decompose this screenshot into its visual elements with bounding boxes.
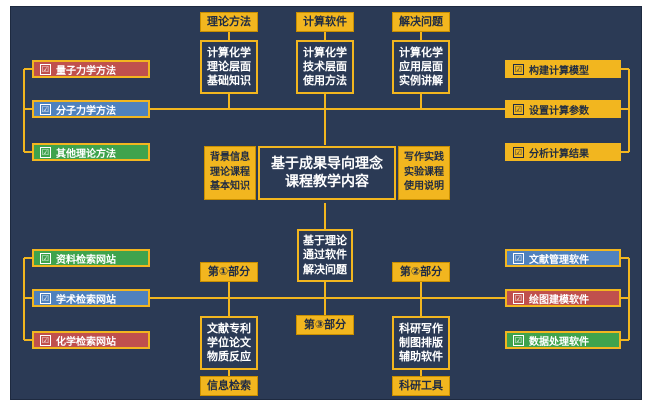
part-3-label: 第③部分 <box>296 315 354 335</box>
chip-label: 文献管理软件 <box>529 254 589 266</box>
theory-software-problem-box: 基于理论 通过软件 解决问题 <box>297 229 353 282</box>
research-tools-header: 科研工具 <box>392 376 450 396</box>
problem-header: 解决问题 <box>392 12 450 32</box>
checkbox-icon: ☑ <box>513 292 524 304</box>
chip-other-theory: ☑ 其他理论方法 <box>32 143 150 161</box>
chip-label: 其他理论方法 <box>56 148 116 160</box>
checkbox-icon: ☑ <box>513 63 524 75</box>
part-2-label: 第②部分 <box>392 262 450 282</box>
chip-molecular-mechanics: ☑ 分子力学方法 <box>32 100 150 118</box>
chip-build-model: ☑ 构建计算模型 <box>505 60 621 78</box>
theory-method-header: 理论方法 <box>200 12 258 32</box>
research-tools-details: 科研写作 制图排版 辅助软件 <box>392 316 450 370</box>
checkbox-icon: ☑ <box>40 63 51 75</box>
chip-label: 分子力学方法 <box>56 105 116 117</box>
checkbox-icon: ☑ <box>513 103 524 115</box>
info-search-details: 文献专利 学位论文 物质反应 <box>200 316 258 370</box>
checkbox-icon: ☑ <box>513 146 524 158</box>
checkbox-icon: ☑ <box>40 292 51 304</box>
chip-analyze-results: ☑ 分析计算结果 <box>505 143 621 161</box>
chip-label: 分析计算结果 <box>529 148 589 160</box>
theory-method-details: 计算化学 理论层面 基础知识 <box>200 40 258 94</box>
practice-box: 写作实践 实验课程 使用说明 <box>398 146 450 200</box>
software-header: 计算软件 <box>296 12 354 32</box>
chip-label: 绘图建模软件 <box>529 294 589 306</box>
chip-label: 化学检索网站 <box>56 336 116 348</box>
checkbox-icon: ☑ <box>40 146 51 158</box>
chip-academic-search-sites: ☑ 学术检索网站 <box>32 289 150 307</box>
chip-quantum-mechanics: ☑ 量子力学方法 <box>32 60 150 78</box>
chip-data-software: ☑ 数据处理软件 <box>505 331 621 349</box>
chip-label: 量子力学方法 <box>56 65 116 77</box>
chip-label: 数据处理软件 <box>529 336 589 348</box>
checkbox-icon: ☑ <box>40 252 51 264</box>
center-title: 基于成果导向理念 课程教学内容 <box>258 146 396 200</box>
software-details: 计算化学 技术层面 使用方法 <box>296 40 354 94</box>
chip-reference-software: ☑ 文献管理软件 <box>505 249 621 267</box>
chip-label: 学术检索网站 <box>56 294 116 306</box>
chip-label: 构建计算模型 <box>529 65 589 77</box>
chip-modeling-software: ☑ 绘图建模软件 <box>505 289 621 307</box>
checkbox-icon: ☑ <box>513 252 524 264</box>
chip-info-search-sites: ☑ 资料检索网站 <box>32 249 150 267</box>
chip-label: 资料检索网站 <box>56 254 116 266</box>
problem-details: 计算化学 应用层面 实例讲解 <box>392 40 450 94</box>
info-search-header: 信息检索 <box>200 376 258 396</box>
checkbox-icon: ☑ <box>513 334 524 346</box>
chip-set-parameters: ☑ 设置计算参数 <box>505 100 621 118</box>
checkbox-icon: ☑ <box>40 334 51 346</box>
chip-chemistry-search-sites: ☑ 化学检索网站 <box>32 331 150 349</box>
checkbox-icon: ☑ <box>40 103 51 115</box>
chip-label: 设置计算参数 <box>529 105 589 117</box>
part-1-label: 第①部分 <box>200 262 258 282</box>
background-info-box: 背景信息 理论课程 基本知识 <box>204 146 256 200</box>
